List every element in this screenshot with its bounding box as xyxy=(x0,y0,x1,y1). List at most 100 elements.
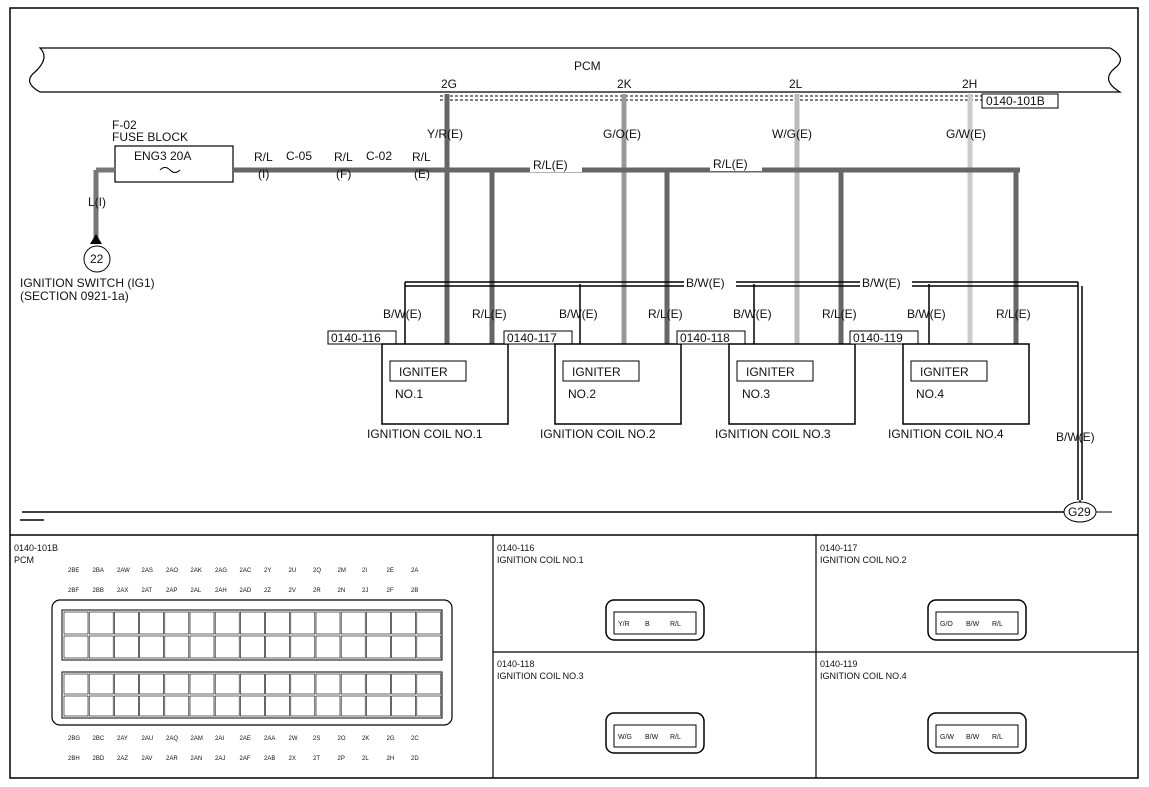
coil4-tag xyxy=(849,330,919,345)
pcm-pin-cell xyxy=(416,673,442,695)
pcm-pin-label: 2AK xyxy=(191,568,202,574)
pcm-pin-label: 2AI xyxy=(215,736,224,742)
conn118-pins xyxy=(613,724,697,748)
coil4-no: NO.4 xyxy=(916,387,944,401)
pcm-connector-id: 0140-101B xyxy=(986,94,1045,108)
pcm-pin-cell xyxy=(340,695,366,717)
wire-label-rl3: R/L xyxy=(412,150,431,164)
pcm-pin-label: 2K xyxy=(362,736,369,742)
pcm-pin-label: 2Y xyxy=(264,568,271,574)
coil-connector-116: Y/R B R/L xyxy=(605,599,705,641)
coil4-igniter: IGNITER xyxy=(920,365,969,379)
conn117-pins xyxy=(935,611,1019,635)
wire-label-rl-c4: R/L(E) xyxy=(996,307,1031,321)
coil-unit-1: 0140-116 IGNITER NO.1 IGNITION COIL NO.1 xyxy=(327,330,509,441)
wire-label-rl-e-2: R/L(E) xyxy=(713,157,748,171)
pcm-pin-cell xyxy=(265,695,290,717)
pcm-pin-label: 2P xyxy=(338,756,345,762)
pcm-pin-label: 2B xyxy=(411,588,418,594)
pcm-pin-cell xyxy=(240,695,265,717)
coil2-connector: 0140-117 xyxy=(507,331,557,345)
pcm-pin-cell xyxy=(88,673,114,695)
pcm-pin-label: 2AB xyxy=(264,756,275,762)
conn119-name: IGNITION COIL NO.4 xyxy=(820,671,907,681)
pcm-pin-label: 2AN xyxy=(191,756,203,762)
pcm-pin-label: 2AM xyxy=(191,736,203,742)
coil3-no: NO.3 xyxy=(742,387,770,401)
pcm-title: PCM xyxy=(574,59,601,73)
coil-unit-4: 0140-119 IGNITER NO.4 IGNITION COIL NO.4 xyxy=(849,330,1030,441)
label-bg-4 xyxy=(860,276,912,290)
conn116-pin1: Y/R xyxy=(618,621,630,628)
wire-label-bw-c2: B/W(E) xyxy=(559,307,598,321)
pcm-pin-cell xyxy=(265,673,290,695)
pcm-pin-label: 2AH xyxy=(215,588,227,594)
pcm-pin-cell xyxy=(114,695,139,717)
conn116-id: 0140-116 xyxy=(497,543,534,553)
pcm-pin-label: 2M xyxy=(338,568,346,574)
connector-c02: C-02 xyxy=(366,149,392,163)
pcm-pin-cell xyxy=(290,611,316,635)
pcm-pin-cell xyxy=(240,611,265,635)
pcm-pin-label: 2BD xyxy=(93,756,105,762)
pcm-pin-2k: 2K xyxy=(617,77,632,91)
pcm-pin-cell xyxy=(214,611,240,635)
conn119-pin1: G/W xyxy=(940,734,954,741)
fuse-id: F-02 xyxy=(112,118,137,132)
pcm-pin-label: 2AW xyxy=(117,568,130,574)
pcm-pin-label: 2AY xyxy=(117,736,128,742)
pcm-pin-cell xyxy=(315,673,341,695)
pcm-pin-label: 2U xyxy=(289,568,297,574)
coil3-igniter-box xyxy=(736,360,814,382)
pcm-pin-label: 2T xyxy=(313,756,320,762)
pcm-lower-block xyxy=(61,671,443,719)
pcm-pin-cell xyxy=(88,611,114,635)
wire-label-rl2-f: (F) xyxy=(336,167,351,181)
pcm-conn-id: 0140-101B xyxy=(14,543,58,553)
pcm-pin-label: 2BB xyxy=(93,588,104,594)
pcm-pin-cell xyxy=(189,673,215,695)
coil1-connector: 0140-116 xyxy=(331,331,381,345)
wire-label-rl-c2: R/L(E) xyxy=(648,307,683,321)
pcm-pin-cell xyxy=(240,635,265,659)
pcm-connector-tag xyxy=(981,93,1059,109)
wire-label-gw: G/W(E) xyxy=(946,127,986,141)
pcm-pin-label: 2AJ xyxy=(215,756,225,762)
pcm-pin-cell xyxy=(290,635,316,659)
conn117-pin2: B/W xyxy=(966,621,980,628)
pcm-pin-label: 2AL xyxy=(191,588,202,594)
pcm-pin-label: 2Z xyxy=(264,588,271,594)
pcm-pin-label: 2BE xyxy=(68,568,79,574)
coil3-body xyxy=(728,343,856,425)
pcm-pin-cell xyxy=(164,635,190,659)
wire-label-go: G/O(E) xyxy=(603,127,641,141)
label-bg-3 xyxy=(684,276,736,290)
pcm-pin-cell xyxy=(114,611,139,635)
pcm-pin-cell xyxy=(164,611,190,635)
pcm-pin-label: 2G xyxy=(387,736,395,742)
pcm-pin-cell xyxy=(63,635,89,659)
pcm-pin-label: 2N xyxy=(338,588,346,594)
coil-connector-118: W/G B/W R/L xyxy=(605,712,705,754)
pcm-pin-label: 2D xyxy=(411,756,419,762)
pcm-pin-cell xyxy=(391,635,416,659)
pcm-pin-label: 2F xyxy=(387,588,394,594)
conn118-id: 0140-118 xyxy=(497,659,534,669)
coil-unit-2: 0140-117 IGNITER NO.2 IGNITION COIL NO.2 xyxy=(503,330,682,441)
pcm-pin-cell xyxy=(214,695,240,717)
pcm-pin-cell xyxy=(315,611,341,635)
pcm-pin-label: 2AF xyxy=(240,756,251,762)
ground-id: G29 xyxy=(1068,505,1091,519)
pcm-pin-cell xyxy=(366,673,391,695)
ignition-switch-circle xyxy=(83,245,111,273)
pcm-pin-label: 2AO xyxy=(166,568,178,574)
pcm-pin-label: 2J xyxy=(362,588,368,594)
coil1-no: NO.1 xyxy=(395,387,423,401)
pcm-pin-label: 2C xyxy=(411,736,419,742)
pcm-pin-cell xyxy=(416,635,442,659)
switch-arrow-icon xyxy=(90,234,102,244)
coil1-name: IGNITION COIL NO.1 xyxy=(367,427,483,441)
wire-label-l-i: L(I) xyxy=(88,195,106,209)
conn118-name: IGNITION COIL NO.3 xyxy=(497,671,584,681)
